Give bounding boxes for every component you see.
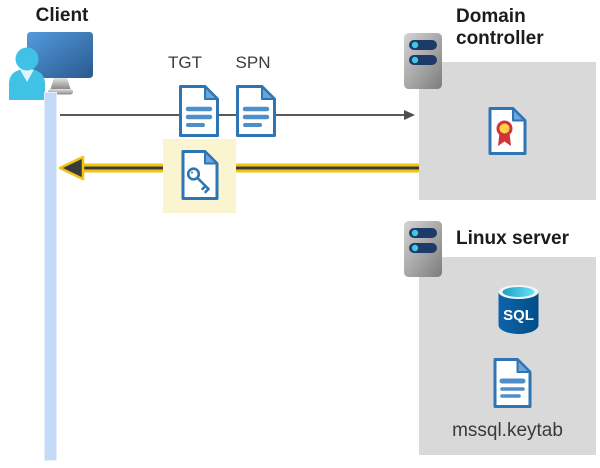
sql-icon-label: SQL	[503, 307, 534, 324]
client-to-dc-arrow	[60, 110, 415, 120]
linux-server-title: Linux server	[456, 228, 569, 249]
client-title: Client	[35, 5, 89, 26]
domain-controller-server-icon	[404, 33, 442, 89]
domain-controller-title: Domain controller	[456, 6, 544, 49]
keytab-document-icon	[493, 358, 532, 408]
linux-server-icon	[404, 221, 442, 277]
dc-to-client-arrow	[58, 155, 420, 181]
tgt-document-icon	[179, 85, 219, 137]
keytab-file-label: mssql.keytab	[452, 420, 563, 441]
user-icon	[9, 47, 45, 100]
spn-document-icon	[236, 85, 276, 137]
tgt-label: TGT	[168, 53, 202, 72]
client-lifeline	[44, 92, 57, 461]
key-document-icon	[181, 150, 219, 200]
certificate-icon	[488, 107, 527, 155]
spn-label: SPN	[235, 53, 271, 72]
sql-database-icon: SQL	[498, 285, 539, 334]
client-computer-user-icon	[9, 32, 93, 100]
